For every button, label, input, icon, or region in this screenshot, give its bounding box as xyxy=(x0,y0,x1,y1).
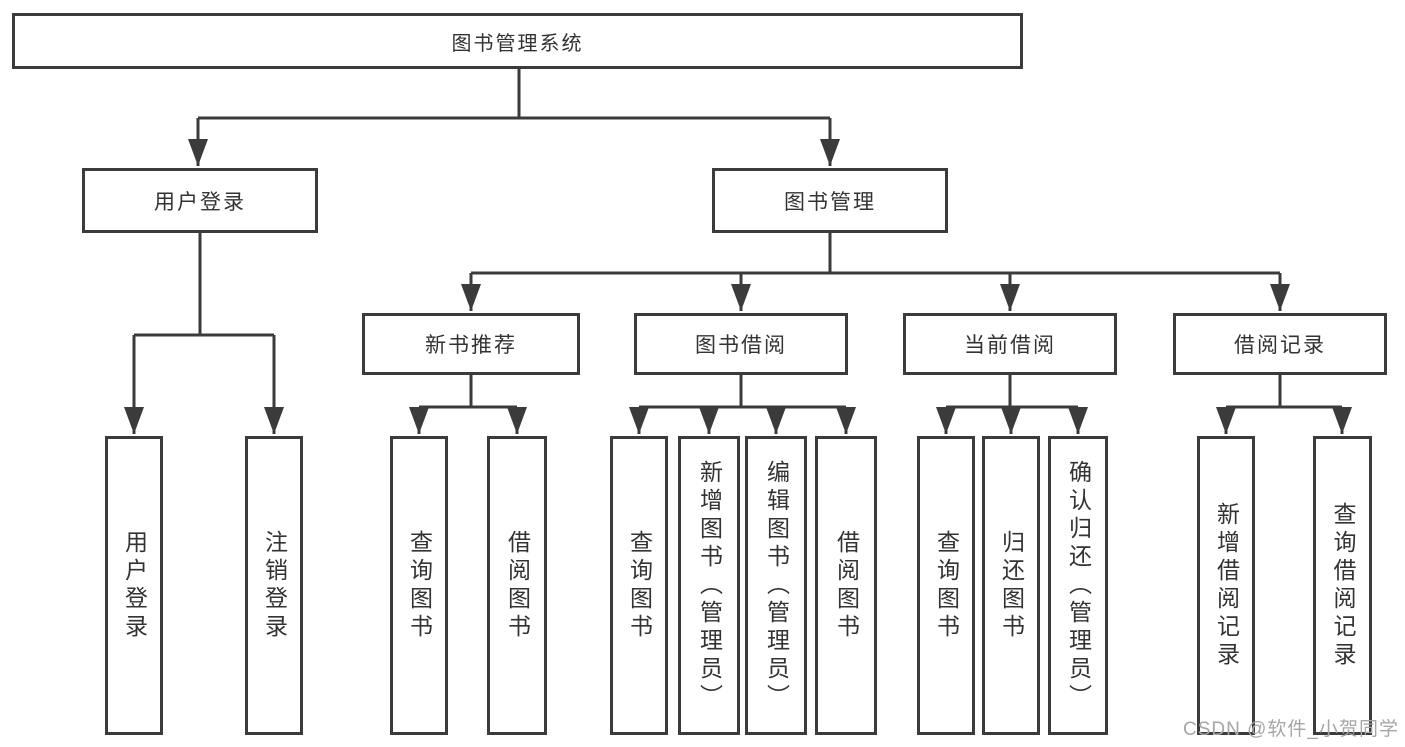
leaf-query-borrow-record: 查询借阅记录 xyxy=(1313,436,1372,735)
node-new-book-recommend: 新书推荐 xyxy=(362,313,580,375)
node-book-management: 图书管理 xyxy=(712,168,948,233)
leaf-borrow-books: 借阅图书 xyxy=(815,436,877,735)
leaf-query-books-current: 查询图书 xyxy=(917,436,975,735)
node-borrow-records: 借阅记录 xyxy=(1173,313,1387,375)
leaf-edit-book-admin: 编辑图书（管理员） xyxy=(745,436,807,735)
leaf-borrow-books-recommend: 借阅图书 xyxy=(487,436,547,735)
leaf-user-login: 用户登录 xyxy=(105,436,163,735)
leaf-logout: 注销登录 xyxy=(245,436,303,735)
node-current-borrow: 当前借阅 xyxy=(903,313,1117,375)
leaf-confirm-return-admin: 确认归还（管理员） xyxy=(1048,436,1108,735)
watermark: CSDN @软件_小贺同学 xyxy=(1183,719,1399,740)
leaf-query-books-recommend: 查询图书 xyxy=(390,436,448,735)
leaf-query-books-borrow: 查询图书 xyxy=(610,436,668,735)
leaf-add-book-admin: 新增图书（管理员） xyxy=(678,436,740,735)
node-user-login: 用户登录 xyxy=(82,168,318,233)
leaf-return-book: 归还图书 xyxy=(982,436,1040,735)
leaf-add-borrow-record: 新增借阅记录 xyxy=(1197,436,1255,735)
node-root: 图书管理系统 xyxy=(12,13,1023,69)
node-book-borrow: 图书借阅 xyxy=(634,313,848,375)
